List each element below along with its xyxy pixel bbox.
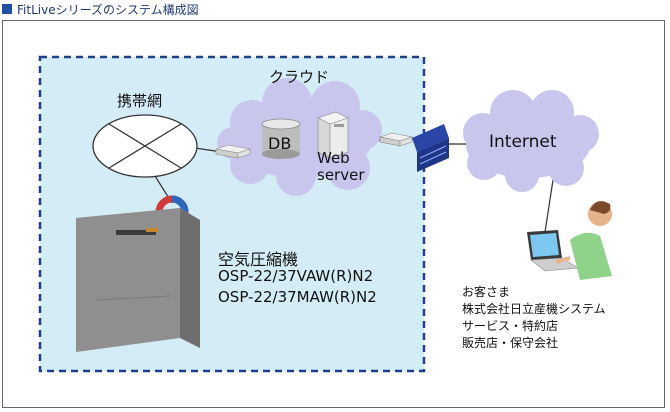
title-text: FitLiveシリーズのシステム構成図 [17, 2, 199, 17]
title-marker-icon [2, 4, 12, 14]
customer-illustration [527, 201, 612, 280]
router-icon-right [378, 132, 414, 147]
internet-label: Internet [489, 132, 557, 152]
mobile-network-node [92, 114, 198, 178]
cloud-label: クラウド [269, 68, 330, 86]
customer-label-4: 販売店・保守会社 [462, 336, 559, 350]
web-server-label: Web server [317, 149, 365, 184]
customer-label-3: サービス・特約店 [462, 319, 559, 333]
customer-label-2: 株式会社日立産機システム [462, 302, 606, 316]
internet-cloud-shape [463, 90, 599, 192]
firewall-icon [412, 124, 449, 172]
compressor-illustration [76, 208, 200, 352]
router-icon-left [215, 144, 251, 159]
customer-label-1: お客さま [462, 285, 511, 299]
mobile-network-label: 携帯網 [117, 92, 163, 110]
db-icon [261, 118, 301, 159]
diagram-title: FitLiveシリーズのシステム構成図 [0, 0, 199, 18]
diagram-frame [2, 20, 665, 408]
compressor-model-2: OSP-22/37MAW(R)N2 [218, 288, 377, 306]
cloud-shape [217, 78, 382, 196]
compressor-model-1: OSP-22/37VAW(R)N2 [218, 267, 374, 285]
compressor-name: 空気圧縮機 [218, 250, 299, 269]
web-server-icon [317, 111, 349, 159]
db-label: DB [268, 134, 292, 153]
